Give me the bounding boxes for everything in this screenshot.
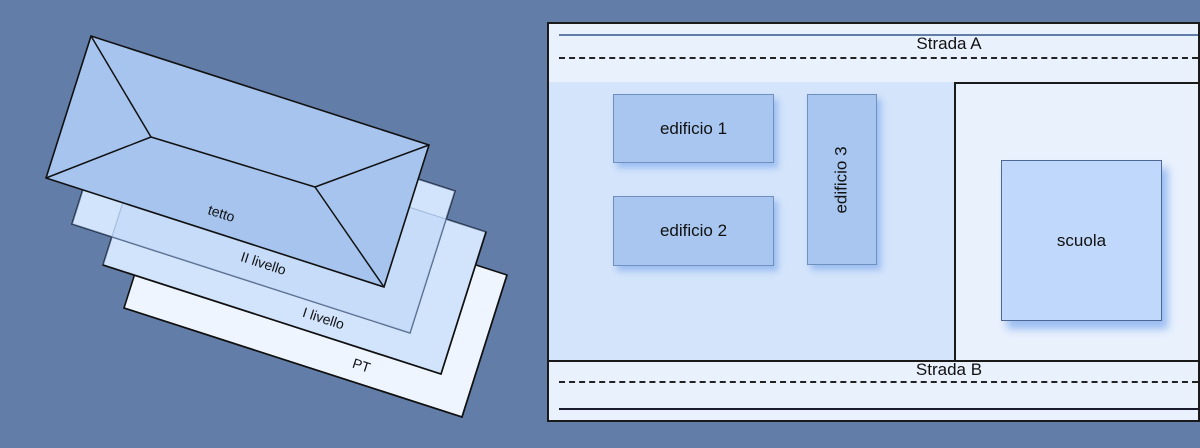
roof-ridge-line [314,144,430,188]
sheet-edge-primo [102,231,487,376]
road-strada-b: Strada B [549,360,1198,420]
site-plan: Strada A edificio 1 edificio 2 edificio … [547,22,1200,422]
roof-ridge-line [150,136,316,188]
road-strada-a: Strada A [549,24,1198,84]
road-label: Strada A [916,34,982,53]
building-edificio-2: edificio 2 [613,196,774,266]
road-edge-line [559,408,1198,410]
building-label: edificio 2 [659,221,728,240]
road-center-line [559,381,1198,383]
road-edge-line [559,34,1198,36]
layer-label-pt: PT [351,355,373,376]
roof-ridge-line [45,136,152,179]
building-label: edificio 1 [659,118,728,138]
sheet-edge-pt [123,274,508,419]
road-label: Strada B [915,360,983,379]
roof-ridge-line [90,35,152,138]
building-label: edificio 3 [831,145,851,214]
roof-ridge-line [314,186,385,288]
road-center-line [559,57,1198,59]
building-scuola: scuola [1001,160,1162,321]
building-edificio-3: edificio 3 [807,94,877,265]
building-edificio-1: edificio 1 [613,94,774,163]
building-lot: edificio 1 edificio 2 edificio 3 [549,82,956,368]
building-label: scuola [1056,230,1107,250]
